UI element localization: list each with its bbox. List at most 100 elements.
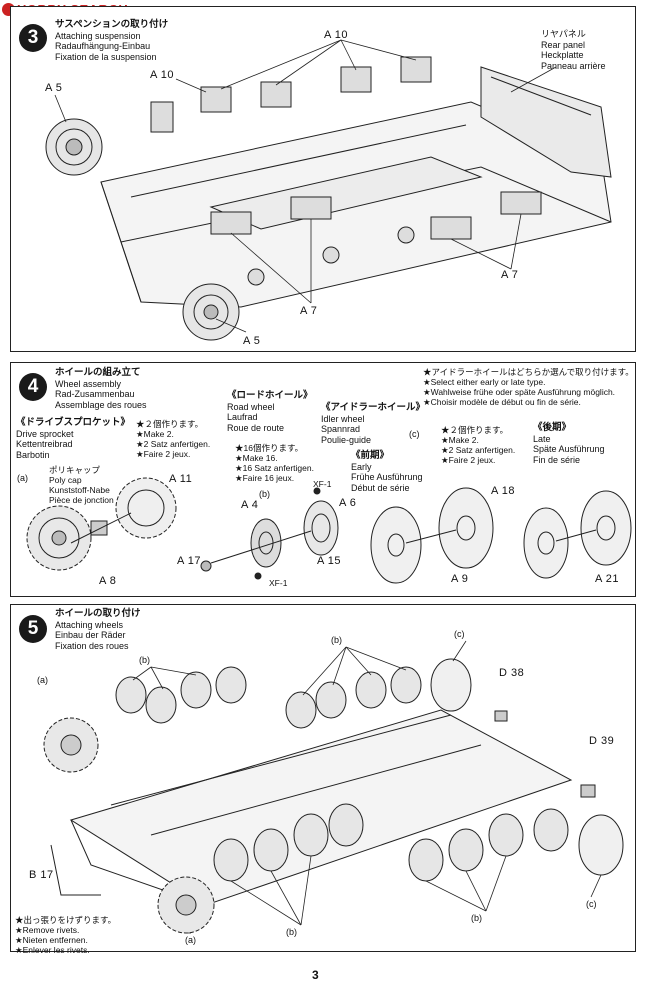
step-title: サスペンションの取り付け Attaching suspension Radauf…	[55, 19, 169, 62]
sprocket-fr: Barbotin	[16, 449, 50, 460]
make-16-note: ★16個作ります。 ★Make 16. ★16 Satz anfertigen.…	[235, 443, 314, 483]
late-fr: Fin de série	[533, 454, 581, 465]
page-number: 3	[312, 968, 319, 982]
idler-fr: Poulie-guide	[321, 434, 372, 445]
part-label-a6: A 6	[339, 497, 357, 509]
polycap-de: Kunststoff-Nabe	[49, 485, 110, 495]
tag-a: (a)	[17, 473, 28, 483]
tag-b: (b)	[139, 655, 150, 665]
tag-b: (b)	[259, 489, 270, 499]
rivet-jp: ★出っ張りをけずります。	[15, 915, 117, 925]
step-4-panel: 4 ホイールの組み立て Wheel assembly Rad-Zusammenb…	[10, 362, 636, 597]
title-fr: Fixation des roues	[55, 640, 129, 651]
make16-jp: ★16個作ります。	[235, 443, 304, 453]
idler-en: Idler wheel	[321, 413, 365, 424]
step-number: 4	[19, 373, 47, 401]
make-2-note: ★２個作ります。 ★Make 2. ★2 Satz anfertigen. ★F…	[136, 419, 210, 459]
idler-jp: 《アイドラーホイール》	[321, 402, 426, 413]
make2-fr: ★Faire 2 jeux.	[136, 449, 191, 459]
tag-c: (c)	[586, 899, 597, 909]
part-label-a7: A 7	[300, 305, 318, 317]
title-jp: ホイールの組み立て	[55, 367, 141, 378]
part-label-a18: A 18	[491, 485, 516, 497]
sprocket-en: Drive sprocket	[16, 428, 74, 439]
title-de: Rad-Zusammenbau	[55, 389, 135, 399]
part-label-a4: A 4	[241, 499, 259, 511]
make2c-en: ★Make 2.	[441, 435, 479, 445]
tag-b: (b)	[331, 635, 342, 645]
title-en: Attaching wheels	[55, 619, 124, 630]
rivet-en: ★Remove rivets.	[15, 925, 80, 935]
tag-c: (c)	[454, 629, 465, 639]
tag-b: (b)	[286, 927, 297, 937]
roadwheel-fr: Roue de route	[227, 422, 285, 433]
step-title: ホイールの組み立て Wheel assembly Rad-Zusammenbau…	[55, 367, 147, 410]
tag-c: (c)	[409, 429, 420, 439]
make16-fr: ★Faire 16 jeux.	[235, 473, 295, 483]
roadwheel-de: Laufrad	[227, 412, 258, 422]
title-jp: ホイールの取り付け	[55, 608, 141, 619]
wheel-attachment-drawing	[43, 640, 624, 934]
sprocket-heading: 《ドライブスプロケット》 Drive sprocket Kettentreibr…	[16, 417, 131, 460]
early-heading: 《前期》 Early Frühe Ausführung Début de sér…	[351, 450, 423, 493]
tag-a: (a)	[37, 675, 48, 685]
road-wheel-heading: 《ロードホイール》 Road wheel Laufrad Roue de rou…	[227, 390, 313, 433]
part-label-d38: D 38	[499, 667, 525, 679]
step-3-panel: 3 サスペンションの取り付け Attaching suspension Rada…	[10, 6, 636, 352]
title-de: Einbau der Räder	[55, 630, 126, 640]
polycap-fr: Pièce de jonction	[49, 495, 114, 505]
rear-panel-fr: Panneau arrière	[541, 60, 606, 71]
idler-selection-note: ★アイドラーホイールはどちらか選んで取り付けます。 ★Select either…	[423, 367, 634, 407]
title-en: Attaching suspension	[55, 30, 141, 41]
paint-xf1: XF-1	[269, 578, 288, 588]
poly-cap-label: ポリキャップ Poly cap Kunststoff-Nabe Pièce de…	[49, 465, 114, 505]
title-jp: サスペンションの取り付け	[55, 19, 169, 30]
part-label-a5: A 5	[45, 82, 63, 94]
make2-jp: ★２個作ります。	[136, 419, 204, 429]
make2-en: ★Make 2.	[136, 429, 174, 439]
wheel-assembly-drawing	[26, 477, 632, 584]
rivet-de: ★Nieten entfernen.	[15, 935, 88, 945]
late-heading: 《後期》 Late Späte Ausführung Fin de série	[533, 422, 605, 465]
suspension-hull-drawing	[45, 39, 612, 341]
late-jp: 《後期》	[533, 422, 572, 433]
polycap-en: Poly cap	[49, 475, 82, 485]
rear-panel-de: Heckplatte	[541, 50, 584, 60]
title-fr: Assemblage des roues	[55, 399, 147, 410]
title-en: Wheel assembly	[55, 378, 122, 389]
early-en: Early	[351, 461, 372, 472]
part-label-a9: A 9	[451, 573, 469, 585]
idler-heading: 《アイドラーホイール》 Idler wheel Spannrad Poulie-…	[321, 402, 426, 445]
title-fr: Fixation de la suspension	[55, 51, 157, 62]
part-label-a17: A 17	[177, 555, 202, 567]
sprocket-de: Kettentreibrad	[16, 439, 73, 449]
note-jp: ★アイドラーホイールはどちらか選んで取り付けます。	[423, 367, 634, 377]
rivet-fr: ★Enlever les rivets.	[15, 945, 90, 955]
sprocket-jp: 《ドライブスプロケット》	[16, 417, 131, 428]
rear-panel-en: Rear panel	[541, 39, 586, 50]
step-5-panel: 5 ホイールの取り付け Attaching wheels Einbau der …	[10, 604, 636, 955]
remove-rivets-note: ★出っ張りをけずります。 ★Remove rivets. ★Nieten ent…	[15, 915, 116, 955]
part-label-a5: A 5	[243, 335, 261, 347]
make2-de: ★2 Satz anfertigen.	[136, 439, 211, 449]
make16-de: ★16 Satz anfertigen.	[235, 463, 314, 473]
paint-xf1: XF-1	[313, 479, 332, 489]
step-title: ホイールの取り付け Attaching wheels Einbau der Rä…	[55, 608, 141, 651]
part-label-a15: A 15	[317, 555, 342, 567]
part-label-a7: A 7	[501, 269, 519, 281]
idler-de: Spannrad	[321, 424, 361, 434]
roadwheel-en: Road wheel	[227, 401, 275, 412]
tag-a: (a)	[185, 935, 196, 945]
title-de: Radaufhängung-Einbau	[55, 41, 151, 51]
make-2-note-c: ★２個作ります。 ★Make 2. ★2 Satz anfertigen. ★F…	[441, 425, 515, 465]
make2c-fr: ★Faire 2 jeux.	[441, 455, 496, 465]
make16-en: ★Make 16.	[235, 453, 278, 463]
make2c-de: ★2 Satz anfertigen.	[441, 445, 516, 455]
step-number: 5	[19, 615, 47, 643]
note-de: ★Wahlweise frühe oder späte Ausführung m…	[423, 387, 616, 397]
make2c-jp: ★２個作ります。	[441, 425, 509, 435]
part-label-a8: A 8	[99, 575, 117, 587]
part-label-a21: A 21	[595, 573, 620, 585]
step-number: 3	[19, 24, 47, 52]
